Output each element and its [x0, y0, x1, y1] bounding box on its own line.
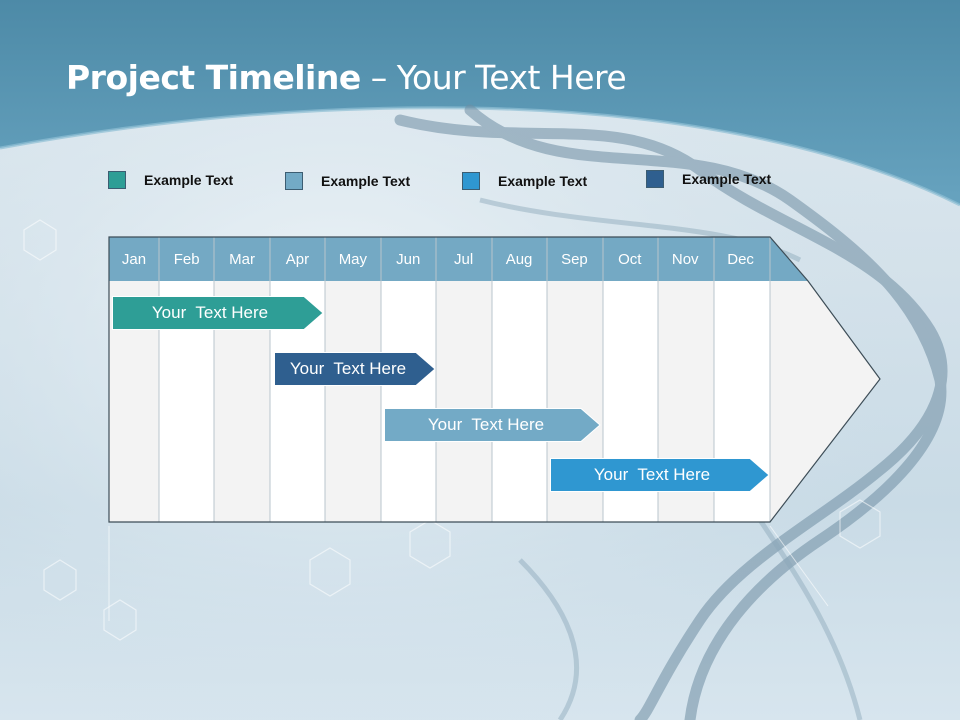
month-label: Oct	[618, 250, 642, 268]
task-label: Your Text Here	[151, 303, 269, 322]
legend-label: Example Text	[682, 171, 772, 187]
task-arrow-shape	[384, 408, 601, 442]
timeline-grid	[108, 236, 881, 621]
task-arrow-shape	[550, 458, 770, 492]
month-label: Jun	[396, 250, 421, 268]
month-label: Jan	[121, 250, 147, 268]
legend-swatch	[108, 171, 126, 189]
title-rest: – Your Text Here	[360, 58, 627, 97]
task-arrow[interactable]: Your Text Here	[274, 352, 436, 386]
month-label: Aug	[505, 250, 533, 268]
month-label: Nov	[671, 250, 699, 268]
task-label: Your Text Here	[289, 359, 407, 378]
title-bold: Project Timeline	[66, 58, 361, 97]
task-arrow-shape	[274, 352, 436, 386]
task-arrow-shape	[112, 296, 324, 330]
legend-item: Example Text	[108, 171, 233, 189]
slide-title: Project Timeline – Your Text Here	[66, 58, 627, 97]
month-label: Dec	[727, 250, 754, 268]
legend-item: Example Text	[285, 172, 410, 190]
task-label: Your Text Here	[427, 415, 545, 434]
task-label: Your Text Here	[593, 465, 711, 484]
month-label: Sep	[561, 250, 588, 268]
legend-swatch	[646, 170, 664, 188]
legend-swatch	[285, 172, 303, 190]
legend-swatch	[462, 172, 480, 190]
task-arrow[interactable]: Your Text Here	[112, 296, 324, 330]
month-label: May	[338, 250, 368, 268]
task-arrow[interactable]: Your Text Here	[550, 458, 770, 492]
month-label: Jul	[454, 250, 474, 268]
legend-label: Example Text	[144, 172, 234, 188]
month-label: Feb	[173, 250, 200, 268]
month-label: Apr	[285, 250, 310, 268]
legend-label: Example Text	[498, 173, 588, 189]
task-arrow[interactable]: Your Text Here	[384, 408, 601, 442]
legend-item: Example Text	[646, 170, 771, 188]
legend-item: Example Text	[462, 172, 587, 190]
month-header: Jan Feb Mar Apr May Jun Jul Aug Sep Oct …	[109, 237, 768, 281]
legend-label: Example Text	[321, 173, 411, 189]
month-label: Mar	[229, 250, 255, 268]
